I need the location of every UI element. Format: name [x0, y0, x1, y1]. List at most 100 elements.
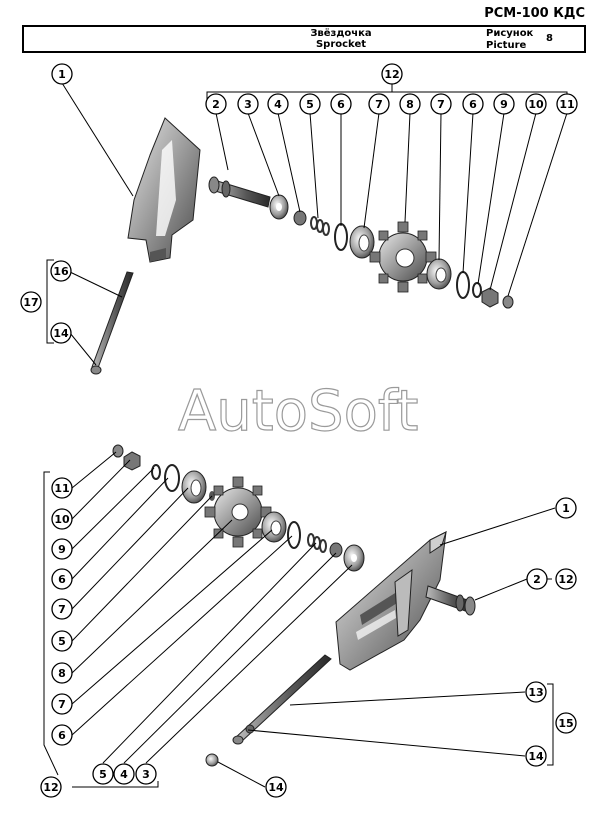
- callout-label: 6: [469, 98, 477, 111]
- bottom-washer-part: [343, 544, 365, 572]
- callout-bottom-left-8: 8: [51, 662, 73, 684]
- callout-bottom-left-6: 6: [51, 724, 73, 746]
- bottom-snap-ring-left-part: [164, 464, 180, 492]
- bottom-loose-cap-part: [205, 753, 219, 767]
- title-bar: Звёздочка Sprocket Рисунок Picture 8: [22, 25, 586, 53]
- callout-label: 12: [384, 68, 399, 81]
- watermark-text: AutoSoft: [178, 379, 419, 444]
- top-bracket-part: [127, 117, 201, 263]
- top-snap-ring-left-part: [334, 223, 348, 251]
- top-pin-rod-part: [90, 271, 134, 375]
- callout-label: 16: [53, 265, 69, 278]
- callout-top-6: 6: [462, 93, 484, 115]
- callout-bottom-right-2: 2: [526, 568, 548, 590]
- callout-top-2: 2: [205, 93, 227, 115]
- callout-bottom-left-7: 7: [51, 598, 73, 620]
- callout-top-17: 17: [20, 291, 42, 313]
- callout-top-9: 9: [493, 93, 515, 115]
- top-bearing-left-part: [349, 225, 375, 259]
- callout-label: 14: [268, 781, 284, 794]
- callout-label: 7: [375, 98, 383, 111]
- top-hex-nut-part: [481, 287, 499, 308]
- callout-top-7: 7: [430, 93, 452, 115]
- bottom-pin-rod-part: [232, 654, 332, 745]
- picture-label-russian: Рисунок: [486, 28, 534, 39]
- callout-label: 6: [58, 729, 66, 742]
- callout-label: 9: [500, 98, 508, 111]
- callout-label: 1: [562, 502, 570, 515]
- top-snap-ring-right-part: [456, 271, 470, 299]
- callout-label: 9: [58, 543, 66, 556]
- callout-bottom-left-3: 3: [135, 763, 157, 785]
- callout-bottom-left-5: 5: [51, 630, 73, 652]
- callout-label: 3: [142, 768, 150, 781]
- bottom-sprocket-part: [204, 476, 272, 548]
- callout-label: 10: [528, 98, 544, 111]
- callout-bottom-right-14: 14: [525, 745, 547, 767]
- top-cap-part: [502, 295, 514, 309]
- title-russian: Звёздочка: [310, 28, 372, 39]
- callout-bottom-right-14: 14: [265, 776, 287, 798]
- document-code: РСМ-100 КДС: [484, 6, 585, 21]
- top-bearing-right-part: [426, 258, 452, 290]
- callout-label: 12: [558, 573, 573, 586]
- callout-label: 7: [437, 98, 445, 111]
- callout-label: 13: [528, 686, 543, 699]
- top-washer-hole: [276, 203, 282, 211]
- callout-bottom-left-6: 6: [51, 568, 73, 590]
- callout-label: 2: [212, 98, 220, 111]
- callout-label: 5: [99, 768, 107, 781]
- callout-top-7: 7: [368, 93, 390, 115]
- picture-label-english: Picture: [486, 40, 527, 51]
- callout-label: 7: [58, 603, 66, 616]
- callout-label: 2: [533, 573, 541, 586]
- callout-label: 7: [58, 698, 66, 711]
- bottom-nut-part: [329, 542, 343, 558]
- callout-top-14: 14: [50, 322, 72, 344]
- bottom-lock-ring-part: [151, 464, 161, 480]
- callout-top-5: 5: [299, 93, 321, 115]
- callout-label: 6: [337, 98, 345, 111]
- callout-bottom-left-9: 9: [51, 538, 73, 560]
- callout-label: 14: [528, 750, 544, 763]
- title-english: Sprocket: [315, 39, 367, 50]
- top-nut-part: [293, 210, 307, 226]
- callout-label: 11: [559, 98, 574, 111]
- bottom-hex-nut-part: [123, 451, 141, 471]
- callout-bottom-left-10: 10: [51, 508, 73, 530]
- bottom-bearing-right-part: [261, 511, 287, 543]
- callout-top-16: 16: [50, 260, 72, 282]
- callout-top-10: 10: [525, 93, 547, 115]
- callout-label: 12: [43, 781, 58, 794]
- callout-label: 17: [23, 296, 38, 309]
- callout-top-4: 4: [267, 93, 289, 115]
- callout-label: 4: [274, 98, 282, 111]
- callout-label: 4: [120, 768, 128, 781]
- bottom-snap-ring-right-part: [287, 521, 301, 549]
- bottom-bearing-left-part: [181, 470, 207, 504]
- bottom-bracket-part: [335, 531, 447, 671]
- callout-bottom-left-4: 4: [113, 763, 135, 785]
- callout-label: 15: [558, 717, 573, 730]
- callout-label: 1: [58, 68, 66, 81]
- callout-top-6: 6: [330, 93, 352, 115]
- callout-top-11: 11: [556, 93, 578, 115]
- callout-top-1: 1: [51, 63, 73, 85]
- callout-label: 14: [53, 327, 69, 340]
- callout-label: 8: [58, 667, 66, 680]
- bottom-axle-bolt-part: [425, 585, 476, 616]
- callout-bottom-left-5: 5: [92, 763, 114, 785]
- top-spring-ring-part: [310, 216, 330, 236]
- callout-label: 5: [58, 635, 66, 648]
- top-lock-ring-part: [472, 282, 482, 298]
- callout-bottom-left-12: 12: [40, 776, 62, 798]
- callout-top-3: 3: [237, 93, 259, 115]
- callout-bottom-right-13: 13: [525, 681, 547, 703]
- callout-top-8: 8: [399, 93, 421, 115]
- bottom-cap-part: [112, 444, 124, 458]
- callout-label: 10: [54, 513, 70, 526]
- callout-bottom-left-11: 11: [51, 477, 73, 499]
- callout-bottom-right-12: 12: [555, 568, 577, 590]
